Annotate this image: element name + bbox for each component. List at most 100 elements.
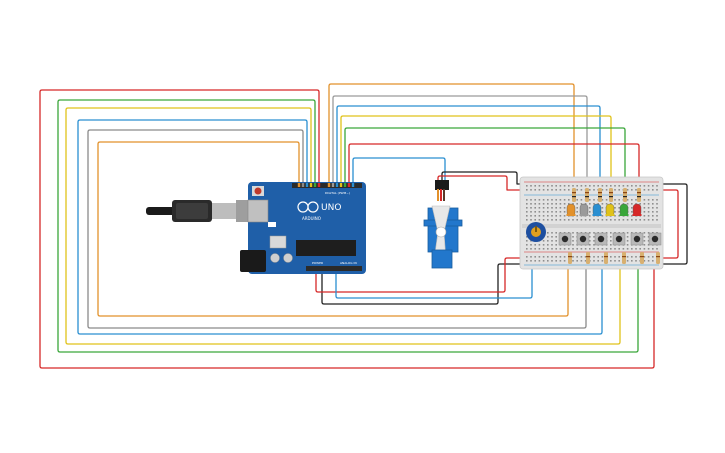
resistor[interactable] [568,252,572,264]
resistor-band [623,196,627,198]
breadboard-hole [618,207,620,209]
micro-servo[interactable] [423,180,463,269]
wire-black-top-gnd[interactable] [441,171,530,185]
breadboard-hole [610,256,612,258]
breadboard-hole [580,248,583,250]
wire-yellow-outer[interactable] [65,107,621,345]
header-pin[interactable] [305,183,309,187]
breadboard-hole [547,219,549,221]
push-button-cap[interactable] [615,235,623,243]
header-pin[interactable] [351,183,355,187]
breadboard-hole [542,189,545,191]
wire-blue-outer[interactable] [77,119,603,335]
header-pin[interactable] [309,183,313,187]
breadboard-hole [534,248,536,250]
wire-yellow-top[interactable] [340,115,612,183]
resistor[interactable] [585,188,589,202]
resistor-band [585,192,589,194]
breadboard-hole [551,256,553,258]
resistor[interactable] [604,252,608,264]
header-pin[interactable] [317,183,321,187]
digital-header[interactable] [292,183,362,188]
resistor[interactable] [656,252,660,264]
header-pin[interactable] [327,183,331,187]
breadboard-hole [593,185,595,187]
breadboard-hole [601,185,604,187]
usb-cable[interactable] [146,200,252,222]
breadboard-hole [534,215,536,217]
resistor[interactable] [623,188,627,202]
resistor[interactable] [622,252,626,264]
header-pin[interactable] [297,183,301,187]
breadboard-hole [572,244,574,246]
breadboard-hole [559,199,562,201]
header-pin[interactable] [343,183,347,187]
header-pin[interactable] [313,183,317,187]
servo-connector[interactable] [435,180,449,190]
wire-red-top[interactable] [348,143,640,183]
resistor[interactable] [637,188,641,202]
wire-red-right[interactable] [658,189,679,259]
header-pin[interactable] [339,183,343,187]
breadboard-hole [631,248,633,250]
wire-green-top[interactable] [344,127,626,183]
wire-red-top-5v[interactable] [437,175,530,191]
header-pin[interactable] [301,183,305,187]
breadboard-hole [568,189,570,191]
breadboard-hole [610,185,612,187]
reset-button[interactable] [254,187,262,195]
breadboard-hole [639,248,641,250]
power-jack[interactable] [240,250,266,272]
push-button-cap[interactable] [651,235,659,243]
wire-gray-outer[interactable] [87,129,587,329]
wire-black-bottom[interactable] [321,263,528,305]
breadboard-hole [622,248,625,250]
wire-blue-servo-signal[interactable] [352,157,446,183]
breadboard-hole [610,232,612,234]
push-button-cap[interactable] [633,235,641,243]
push-button-cap[interactable] [561,235,569,243]
wire-red-bottom[interactable] [315,257,528,293]
wire-red-outer[interactable] [39,89,655,369]
wire-orange-top[interactable] [328,83,575,183]
breadboard-hole [605,219,608,221]
breadboard-hole [593,199,595,201]
led-base [605,214,615,216]
breadboard-hole [647,185,650,187]
wire-green-outer[interactable] [57,99,639,353]
resistor[interactable] [598,188,602,202]
wire-gray-top[interactable] [332,95,588,183]
breadboard-hole [631,211,633,213]
header-pin[interactable] [331,183,335,187]
resistor[interactable] [609,188,613,202]
breadboard-hole [526,211,528,213]
push-button-cap[interactable] [579,235,587,243]
breadboard-hole [610,203,612,205]
breadboard-hole [656,185,658,187]
potentiometer[interactable] [526,222,546,242]
arduino-uno-board[interactable]: UNO ARDUINO DIGITAL (PWM~) POWER ANALOG … [240,182,366,274]
board-logo-text: UNO [321,203,341,213]
breadboard-hole [526,256,528,258]
push-button-cap[interactable] [597,235,605,243]
resistor[interactable] [572,188,576,202]
wire-blue-top[interactable] [336,105,601,183]
wire-blue-pot[interactable] [335,246,533,299]
wire-black-right[interactable] [658,183,688,265]
header-pin[interactable] [347,183,351,187]
wire-orange-outer[interactable] [97,141,569,317]
breadboard-hole [643,189,646,191]
breadboard-hole [559,189,562,191]
analog-header[interactable] [306,266,362,271]
breadboard-hole [551,199,553,201]
breadboard-hole [547,207,549,209]
resistor[interactable] [586,252,590,264]
header-pin[interactable] [335,183,339,187]
breadboard-hole [647,211,650,213]
resistor[interactable] [640,252,644,264]
breadboard-hole [530,207,532,209]
breadboard-hole [589,232,591,234]
led-base [619,214,629,216]
breadboard[interactable] [519,176,664,270]
breadboard-hole [584,248,587,250]
